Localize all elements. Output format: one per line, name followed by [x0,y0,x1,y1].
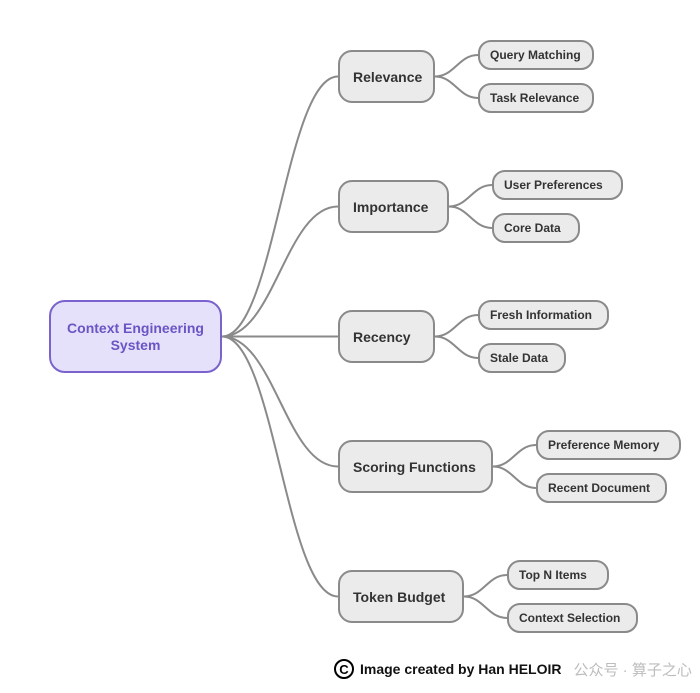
connector-branch-to-leaf [434,314,479,338]
connector-branch-to-leaf [448,184,493,208]
leaf-node-preference-memory: Preference Memory [536,430,681,460]
branch-node-scoring-functions: Scoring Functions [338,440,493,493]
leaf-node-context-selection: Context Selection [507,603,638,633]
leaf-node-stale-data: Stale Data [478,343,566,373]
connector-branch-to-leaf [463,595,508,619]
connector-root-to-branch [221,335,339,598]
connector-root-to-branch [221,75,339,338]
branch-node-importance: Importance [338,180,449,233]
connector-branch-to-leaf [434,75,479,99]
connector-branch-to-leaf [434,335,479,359]
branch-node-relevance: Relevance [338,50,435,103]
connector-branch-to-leaf [492,465,537,489]
connector-branch-to-leaf [448,205,493,229]
footer: C Image created by Han HELOIR 公众号 · 算子之心 [334,656,692,682]
connector-root-to-branch [221,205,339,338]
leaf-node-top-n-items: Top N Items [507,560,609,590]
copyright-icon: C [334,659,354,679]
leaf-node-recent-document: Recent Document [536,473,667,503]
connector-branch-to-leaf [492,444,537,468]
leaf-node-task-relevance: Task Relevance [478,83,594,113]
branch-node-recency: Recency [338,310,435,363]
image-credit: Image created by Han HELOIR [360,661,562,677]
leaf-node-core-data: Core Data [492,213,580,243]
connector-branch-to-leaf [434,54,479,78]
branch-node-token-budget: Token Budget [338,570,464,623]
connector-root-to-branch [221,335,339,468]
watermark-text: 公众号 · 算子之心 [573,661,692,679]
root-node: Context Engineering System [49,300,222,373]
leaf-node-fresh-information: Fresh Information [478,300,609,330]
connector-branch-to-leaf [463,574,508,598]
leaf-node-query-matching: Query Matching [478,40,594,70]
leaf-node-user-preferences: User Preferences [492,170,623,200]
